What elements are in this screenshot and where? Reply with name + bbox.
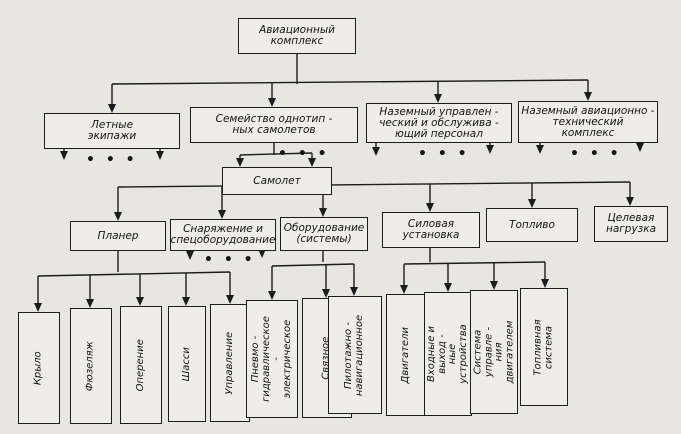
node-onboard-systems: Оборудование (системы) <box>280 217 368 251</box>
node-label: Силовая установка <box>402 218 460 241</box>
node-airframe: Планер <box>70 221 166 251</box>
node-controls: Управление <box>210 304 250 422</box>
node-payload: Целевая нагрузка <box>594 206 668 242</box>
node-label: Наземный авиационно - технический компле… <box>521 104 655 139</box>
connector <box>403 261 546 265</box>
arrowhead <box>528 199 536 208</box>
node-label: Пневмо - гидравлическое - электрическое <box>250 316 293 402</box>
arrowhead <box>136 297 144 306</box>
arrowhead <box>186 251 194 260</box>
node-label: Самолет <box>253 174 301 187</box>
arrowhead <box>226 295 234 304</box>
connector <box>111 79 589 85</box>
node-label: Оперение <box>134 338 146 392</box>
node-empennage: Оперение <box>120 306 162 424</box>
arrowhead <box>319 208 327 217</box>
node-engine-control: Система управле - ния двигателем <box>470 290 518 414</box>
ellipsis-dots: • • • <box>204 252 256 268</box>
node-label: Авиационный комплекс <box>259 24 335 47</box>
connector <box>117 181 631 188</box>
arrowhead <box>322 289 330 298</box>
ellipsis-dots: • • • <box>278 146 330 162</box>
arrowhead <box>236 158 244 167</box>
arrowhead <box>114 212 122 221</box>
node-inlet-outlet: Входные и выход - ные устройства <box>424 292 472 416</box>
node-pneumo-hydro-electric: Пневмо - гидравлическое - электрическое <box>246 300 298 418</box>
connector <box>37 271 231 277</box>
node-aviation-complex: Авиационный комплекс <box>238 18 356 54</box>
arrowhead <box>258 249 266 258</box>
node-label: Входные и выход - ные устройства <box>426 324 469 384</box>
arrowhead <box>486 145 494 154</box>
node-aircraft: Самолет <box>222 167 332 195</box>
node-label: Целевая нагрузка <box>605 212 657 235</box>
node-label: Фюзеляж <box>84 341 96 391</box>
node-label: Наземный управлен - ческий и обслужива -… <box>379 105 499 140</box>
node-flight-crews: Летные экипажи <box>44 113 180 149</box>
node-aircraft-family: Семейство однотип - ных самолетов <box>190 107 358 143</box>
arrowhead <box>584 92 592 101</box>
arrowhead <box>156 151 164 160</box>
ellipsis-dots: • • • <box>86 152 138 168</box>
arrowhead <box>350 287 358 296</box>
connector <box>271 263 355 267</box>
arrowhead <box>626 197 634 206</box>
node-flight-navigation: Пилотажно - навигационное <box>328 296 382 414</box>
arrowhead <box>541 279 549 288</box>
node-fuel: Топливо <box>486 208 578 242</box>
node-label: Двигатели <box>399 326 411 384</box>
node-label: Пилотажно - навигационное <box>343 314 366 396</box>
node-ground-personnel: Наземный управлен - ческий и обслужива -… <box>366 103 512 143</box>
node-label: Топливная система <box>532 318 555 376</box>
ellipsis-dots: • • • <box>570 146 622 162</box>
arrowhead <box>218 210 226 219</box>
node-label: Снаряжение и спецоборудование <box>170 223 276 246</box>
node-powerplant: Силовая установка <box>382 212 480 248</box>
arrowhead <box>34 303 42 312</box>
node-fuselage: Фюзеляж <box>70 308 112 424</box>
node-label: Система управле - ния двигателем <box>472 320 515 384</box>
arrowhead <box>268 291 276 300</box>
node-fuel-system: Топливная система <box>520 288 568 406</box>
arrowhead <box>400 285 408 294</box>
node-label: Крыло <box>32 351 44 385</box>
arrowhead <box>268 98 276 107</box>
node-ground-technical-complex: Наземный авиационно - технический компле… <box>518 101 658 143</box>
arrowhead <box>636 143 644 152</box>
node-wing: Крыло <box>18 312 60 424</box>
connector <box>239 152 313 156</box>
node-landing-gear: Шасси <box>168 306 206 422</box>
arrowhead <box>308 158 316 167</box>
arrowhead <box>108 104 116 113</box>
arrowhead <box>536 145 544 154</box>
arrowhead <box>490 281 498 290</box>
node-label: Планер <box>97 229 139 242</box>
node-engines: Двигатели <box>386 294 426 416</box>
arrowhead <box>434 94 442 103</box>
arrowhead <box>372 147 380 156</box>
arrowhead <box>182 297 190 306</box>
node-equipment-special: Снаряжение и спецоборудование <box>170 219 276 251</box>
arrowhead <box>86 299 94 308</box>
node-label: Семейство однотип - ных самолетов <box>215 113 333 136</box>
arrowhead <box>444 283 452 292</box>
node-label: Управление <box>223 331 235 395</box>
node-label: Топливо <box>509 218 555 231</box>
node-label: Оборудование (системы) <box>283 222 365 245</box>
node-label: Шасси <box>180 346 192 382</box>
node-label: Летные экипажи <box>87 119 137 142</box>
arrowhead <box>426 203 434 212</box>
arrowhead <box>60 151 68 160</box>
ellipsis-dots: • • • <box>418 146 470 162</box>
